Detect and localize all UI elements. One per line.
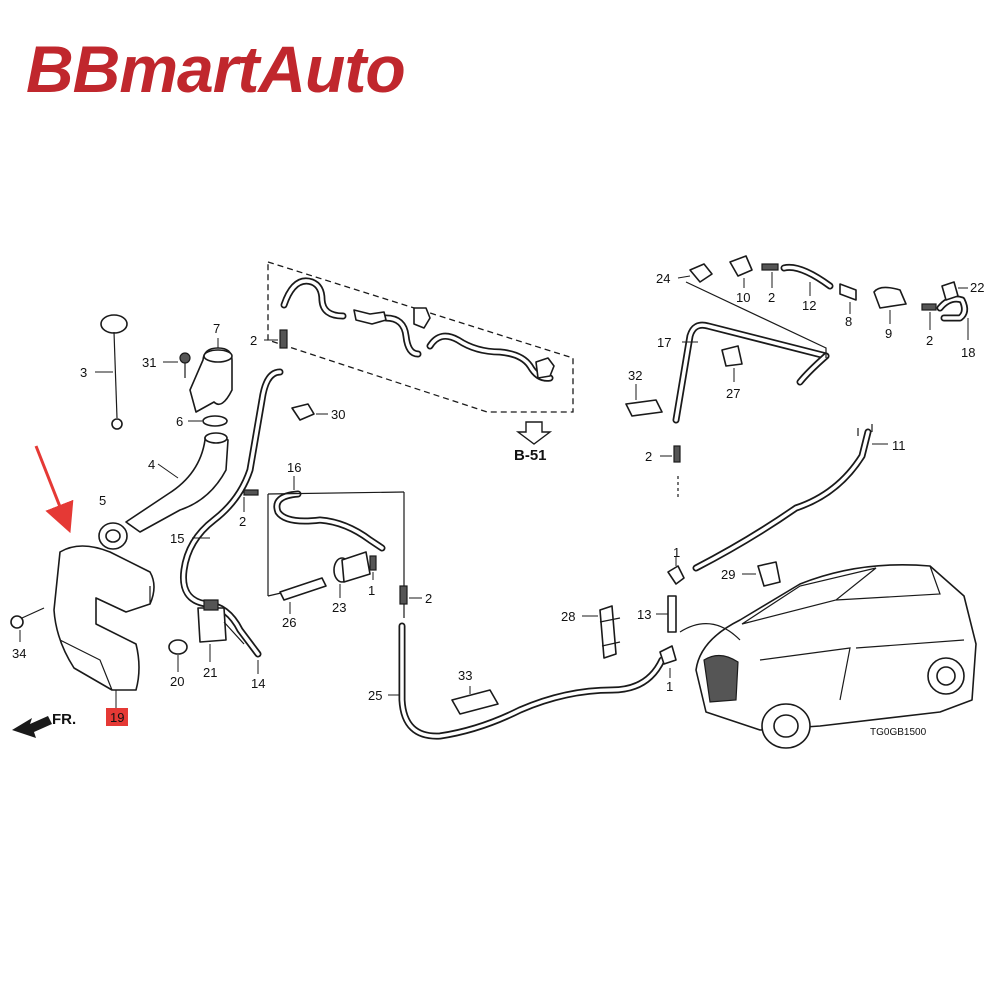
part-16-hose bbox=[273, 490, 386, 552]
callout-18: 18 bbox=[961, 345, 975, 360]
part-29-clip bbox=[757, 561, 781, 587]
part-7-filler-neck-bracket bbox=[189, 347, 233, 413]
part-2-clip-c bbox=[399, 585, 408, 605]
callout-20: 20 bbox=[170, 674, 184, 689]
callout-16: 16 bbox=[287, 460, 301, 475]
part-2-clip-a bbox=[279, 329, 288, 349]
diagram-code: TG0GB1500 bbox=[870, 727, 927, 738]
callout-22: 22 bbox=[970, 280, 984, 295]
brand-logo: BBmartAuto bbox=[26, 32, 405, 106]
part-30-clip bbox=[291, 403, 315, 421]
group-bracket-top bbox=[267, 491, 405, 597]
callout-29: 29 bbox=[721, 567, 735, 582]
part-8-joint bbox=[839, 283, 857, 301]
part-3-level-gauge bbox=[100, 314, 128, 430]
callout-1: 1 bbox=[673, 545, 680, 560]
dashed-group-hoses bbox=[280, 277, 555, 382]
part-1-clip-c bbox=[659, 645, 677, 665]
callout-9: 9 bbox=[885, 326, 892, 341]
part-9-pump bbox=[873, 286, 907, 309]
callout-34: 34 bbox=[12, 646, 26, 661]
part-19-washer-tank bbox=[53, 545, 155, 691]
dashed-group-outline bbox=[267, 261, 574, 413]
part-17-hose bbox=[672, 321, 830, 424]
reference-label: B-51 bbox=[514, 447, 547, 464]
part-17-bracket bbox=[685, 281, 827, 358]
callout-2: 2 bbox=[768, 290, 775, 305]
callout-2: 2 bbox=[645, 449, 652, 464]
callout-32: 32 bbox=[628, 368, 642, 383]
callout-31: 31 bbox=[142, 355, 156, 370]
part-10-check-valve bbox=[729, 255, 753, 277]
callout-23: 23 bbox=[332, 600, 346, 615]
part-13-pipe bbox=[667, 595, 677, 633]
callout-2: 2 bbox=[926, 333, 933, 348]
part-6-seal bbox=[202, 415, 228, 427]
callout-13: 13 bbox=[637, 607, 651, 622]
callout-19: 19 bbox=[110, 710, 124, 725]
part-1-clip-a bbox=[369, 555, 377, 571]
part-28-front-washer-nozzle bbox=[599, 605, 621, 659]
callout-2: 2 bbox=[250, 333, 257, 348]
callout-12: 12 bbox=[802, 298, 816, 313]
callout-17: 17 bbox=[657, 335, 671, 350]
indicator-arrow-icon bbox=[34, 445, 74, 534]
callout-27: 27 bbox=[726, 386, 740, 401]
callout-14: 14 bbox=[251, 676, 265, 691]
callout-3: 3 bbox=[80, 365, 87, 380]
part-11-hose bbox=[692, 428, 872, 572]
part-26-joint bbox=[279, 577, 327, 601]
part-20-pump-grommet bbox=[168, 639, 188, 655]
part-5-grommet bbox=[98, 522, 128, 550]
callout-4: 4 bbox=[148, 457, 155, 472]
upper-right-hose-line bbox=[780, 263, 969, 322]
callout-8: 8 bbox=[845, 314, 852, 329]
callout-1: 1 bbox=[368, 583, 375, 598]
callout-21: 21 bbox=[203, 665, 217, 680]
callout-26: 26 bbox=[282, 615, 296, 630]
part-2-clip-f bbox=[673, 445, 681, 463]
callout-5: 5 bbox=[99, 493, 106, 508]
callout-24: 24 bbox=[656, 271, 670, 286]
callout-2: 2 bbox=[239, 514, 246, 529]
part-1-clip-b bbox=[667, 565, 685, 585]
part-33-pad bbox=[451, 689, 499, 715]
part-31-bolt bbox=[179, 352, 191, 378]
part-27-clip bbox=[721, 345, 743, 367]
callout-7: 7 bbox=[213, 321, 220, 336]
callout-labels: 1 1 1 2 2 2 2 2 2 3 4 5 6 7 8 9 10 11 12… bbox=[12, 271, 984, 725]
callout-11: 11 bbox=[892, 438, 906, 453]
part-32-pad bbox=[625, 399, 663, 417]
part-24-connector bbox=[689, 263, 713, 283]
front-direction-label: FR. bbox=[52, 711, 76, 728]
part-25-hose bbox=[398, 622, 666, 740]
callout-33: 33 bbox=[458, 668, 472, 683]
callout-28: 28 bbox=[561, 609, 575, 624]
part-11-clips bbox=[857, 424, 873, 436]
part-4-filler-pipe bbox=[125, 432, 229, 533]
callout-2: 2 bbox=[425, 591, 432, 606]
callout-25: 25 bbox=[368, 688, 382, 703]
vehicle-illustration bbox=[679, 564, 977, 749]
part-34-bolt bbox=[10, 607, 45, 629]
callout-10: 10 bbox=[736, 290, 750, 305]
part-21-washer-pump bbox=[197, 599, 245, 645]
callout-15: 15 bbox=[170, 531, 184, 546]
part-2-clip-d bbox=[761, 263, 779, 271]
part-2-clip-e bbox=[921, 303, 937, 311]
callout-1: 1 bbox=[666, 679, 673, 694]
part-19-highlight bbox=[106, 708, 128, 726]
reference-arrow-icon bbox=[515, 421, 553, 445]
front-direction-arrow-icon bbox=[12, 716, 52, 738]
part-2-clip-b bbox=[243, 489, 259, 496]
callout-6: 6 bbox=[176, 414, 183, 429]
callout-30: 30 bbox=[331, 407, 345, 422]
part-23-rear-washer-nozzle bbox=[333, 551, 371, 583]
part-22-clip bbox=[941, 281, 959, 301]
